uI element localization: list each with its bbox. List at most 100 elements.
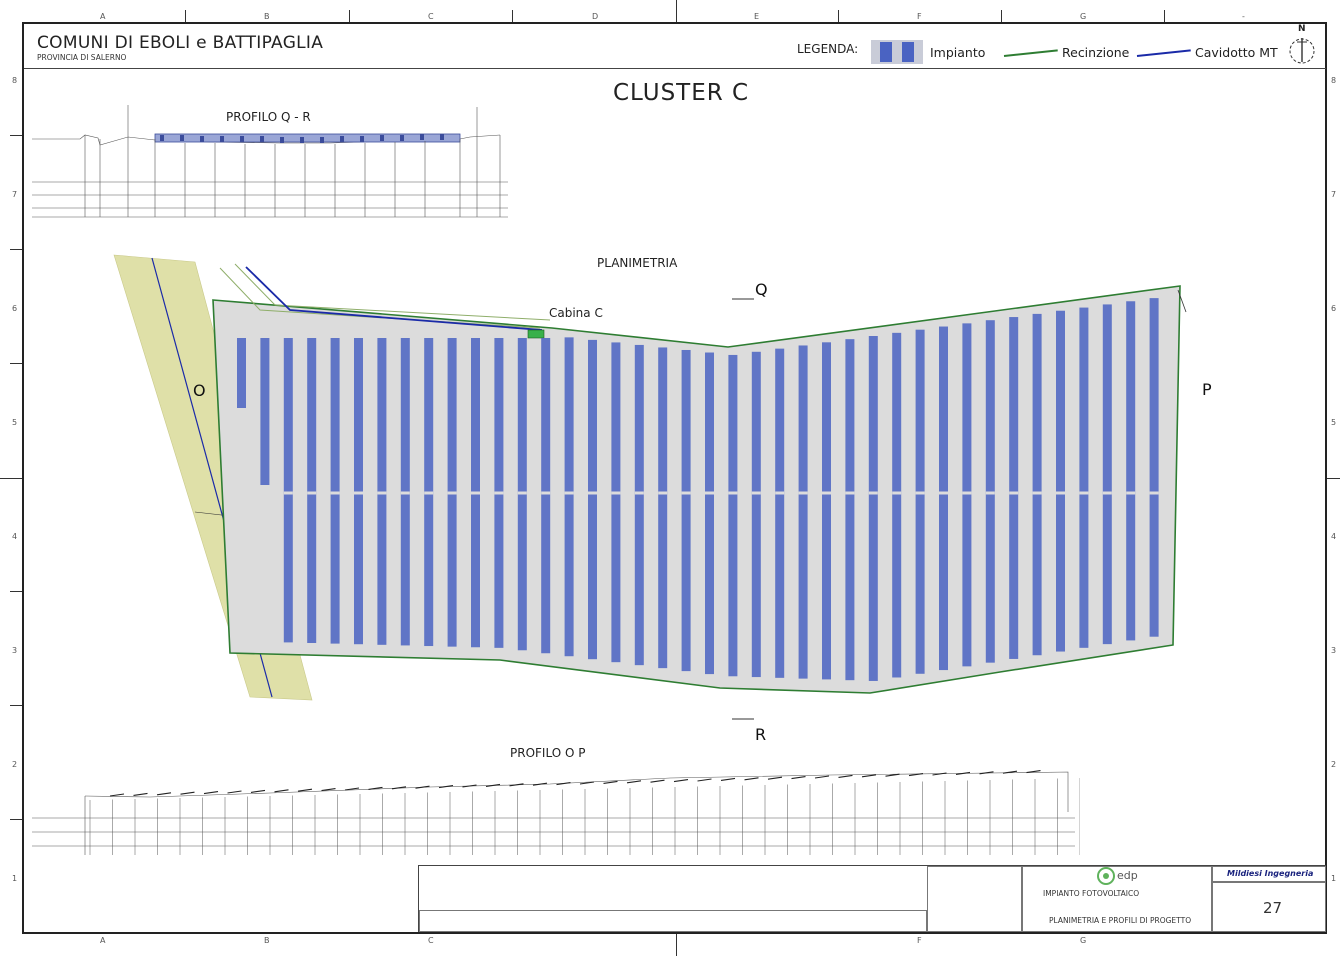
profile-op-panel xyxy=(673,779,689,783)
grid-col-f-top: F xyxy=(917,12,922,21)
frame-tick xyxy=(1164,10,1165,22)
legend-impianto-label: Impianto xyxy=(930,45,986,60)
profile-op-panel xyxy=(556,782,571,786)
grid-row-4-left: 4 xyxy=(12,532,18,541)
panel-row xyxy=(985,320,995,663)
panel-row xyxy=(1056,310,1065,652)
profile-op-panel xyxy=(1026,770,1041,774)
grid-col-a-bottom: A xyxy=(100,936,106,945)
province-subtitle: PROVINCIA DI SALERNO xyxy=(37,53,127,62)
profile-op-panel xyxy=(603,780,618,784)
frame-tick xyxy=(10,135,22,136)
grid-row-8-right: 8 xyxy=(1331,76,1337,85)
profile-op-panel xyxy=(697,778,712,782)
profile-op-panel xyxy=(485,783,501,787)
grid-col-a-top: A xyxy=(100,12,106,21)
approval-cells xyxy=(927,866,1022,932)
profile-op-panel xyxy=(203,791,219,795)
panel-row xyxy=(1009,317,1019,659)
project-name: IMPIANTO FOTOVOLTAICO xyxy=(1043,889,1140,898)
profile-op-panel xyxy=(415,785,430,789)
project-cell xyxy=(1022,866,1212,932)
profile-op-panel xyxy=(180,791,195,795)
company-name: Mildiesi Ingegneria xyxy=(1227,869,1314,878)
cluster-title: CLUSTER C xyxy=(613,80,750,106)
grid-col-h-top: - xyxy=(1242,12,1245,21)
profile-op-panel xyxy=(932,772,947,776)
profile-op-panel xyxy=(744,777,759,781)
profile-op-panel xyxy=(509,783,524,787)
profile-op-panel xyxy=(297,788,313,792)
profile-op-panel xyxy=(579,781,595,785)
frame-tick xyxy=(0,478,22,479)
panel-row xyxy=(237,338,246,408)
profile-op-panel xyxy=(133,792,148,796)
grid-row-6-right: 6 xyxy=(1331,304,1337,313)
frame-tick xyxy=(1327,478,1340,479)
frame-tick xyxy=(10,591,22,592)
grid-row-7-left: 7 xyxy=(12,190,18,199)
profile-op-panel xyxy=(462,784,477,788)
panel-row xyxy=(868,335,878,681)
profile-op-section xyxy=(32,770,1080,855)
profile-op-panel xyxy=(391,786,407,790)
grid-row-7-right: 7 xyxy=(1331,190,1337,199)
legend-cavidotto-label: Cavidotto MT xyxy=(1195,45,1278,60)
mt-cable xyxy=(245,266,543,331)
panel-row xyxy=(822,342,831,680)
profile-op-panel xyxy=(109,793,125,797)
panel-row xyxy=(962,323,972,667)
header-divider xyxy=(24,68,1326,69)
profile-op-title: PROFILO O P xyxy=(510,746,586,760)
panel-row xyxy=(658,347,668,669)
frame-tick xyxy=(10,819,22,820)
panel-row xyxy=(775,348,785,678)
frame-tick xyxy=(838,10,839,22)
profile-op-panel xyxy=(979,771,994,775)
legend-title: LEGENDA: xyxy=(797,42,859,56)
panel-row xyxy=(798,345,808,679)
frame-tick xyxy=(512,10,513,22)
grid-row-6-left: 6 xyxy=(12,304,18,313)
panel-row xyxy=(751,351,761,678)
sheet-number: 27 xyxy=(1263,899,1283,917)
profile-op-panel xyxy=(1002,770,1018,774)
planimetria-title: PLANIMETRIA xyxy=(597,256,678,270)
panel-row xyxy=(845,339,855,681)
panel-row xyxy=(1126,301,1136,641)
profile-op-panel xyxy=(791,776,806,780)
grid-row-2-right: 2 xyxy=(1331,760,1337,769)
panel-row xyxy=(330,338,340,644)
panel-row xyxy=(377,338,387,645)
profile-op-panel xyxy=(720,777,736,781)
sheet-frame xyxy=(22,22,1327,934)
section-marker-o: O xyxy=(193,381,206,400)
frame-tick xyxy=(1001,10,1002,22)
panel-row xyxy=(1102,304,1112,645)
grid-col-c-bottom: C xyxy=(428,936,434,945)
profile-op-panel xyxy=(344,787,360,791)
grid-col-e-top: E xyxy=(754,12,760,21)
profile-op-panel xyxy=(227,790,242,794)
grid-row-8-left: 8 xyxy=(12,76,18,85)
profile-op-panel xyxy=(650,779,665,783)
grid-col-g-top: G xyxy=(1080,12,1087,21)
grid-row-1-right: 1 xyxy=(1331,874,1337,883)
panel-row xyxy=(283,338,293,643)
profile-op-panel xyxy=(955,771,971,775)
profile-op-panel xyxy=(156,792,172,796)
panel-row xyxy=(915,329,925,674)
sheet-cell xyxy=(1212,882,1326,932)
cabin-label: Cabina C xyxy=(549,306,603,320)
section-marker-p: P xyxy=(1202,380,1212,399)
section-marker-q: Q xyxy=(755,280,768,299)
profile-op-panel xyxy=(368,786,383,790)
profile-op-panel xyxy=(250,789,266,793)
profile-op-panel xyxy=(814,775,830,779)
panel-row xyxy=(564,337,574,657)
legend-impianto-swatch xyxy=(871,40,923,64)
grid-col-c-top: C xyxy=(428,12,434,21)
title-block: Mildiesi Ingegneria IMPIANTO FOTOVOLTAIC… xyxy=(418,865,1326,932)
profile-op-panel xyxy=(626,780,642,784)
municipality-title: COMUNI DI EBOLI e BATTIPAGLIA xyxy=(37,33,324,53)
